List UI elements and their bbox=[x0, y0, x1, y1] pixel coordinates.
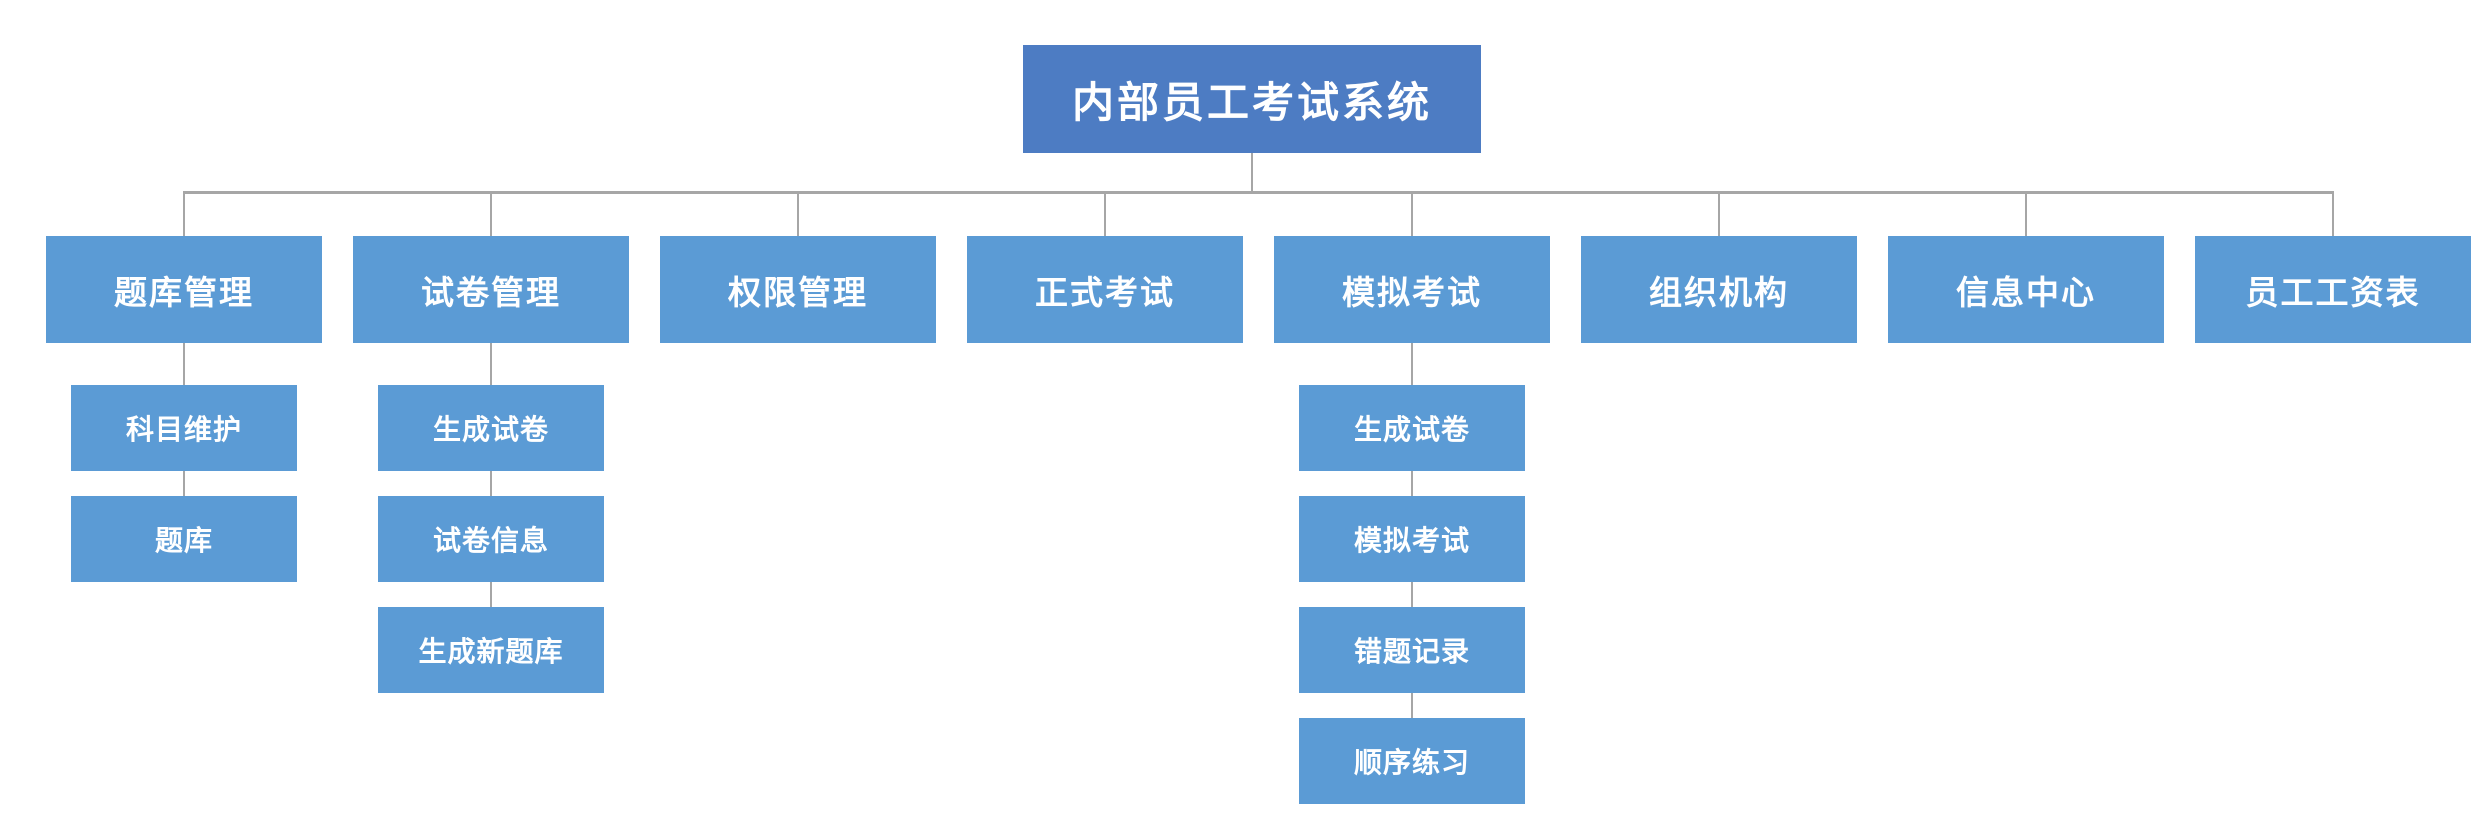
connector-col4-seg1 bbox=[1411, 471, 1413, 496]
connector-col4-seg0 bbox=[1411, 343, 1413, 385]
connector-col1-seg0 bbox=[490, 343, 492, 385]
sub-node-paper-info: 试卷信息 bbox=[378, 496, 604, 582]
connector-drop-branch-6 bbox=[2025, 191, 2027, 236]
sub-node-sequential-practice: 顺序练习 bbox=[1299, 718, 1525, 804]
connector-col1-seg2 bbox=[490, 582, 492, 607]
sub-node-question-bank: 题库 bbox=[71, 496, 297, 582]
branch-node-mock-exam: 模拟考试 bbox=[1274, 236, 1550, 343]
sub-node-generate-new-bank: 生成新题库 bbox=[378, 607, 604, 693]
branch-node-employee-salary: 员工工资表 bbox=[2195, 236, 2471, 343]
sub-node-mock-generate-paper: 生成试卷 bbox=[1299, 385, 1525, 471]
sub-node-mock-exam: 模拟考试 bbox=[1299, 496, 1525, 582]
connector-drop-branch-1 bbox=[490, 191, 492, 236]
connector-drop-branch-2 bbox=[797, 191, 799, 236]
connector-drop-branch-5 bbox=[1718, 191, 1720, 236]
connector-col4-seg2 bbox=[1411, 582, 1413, 607]
branch-node-info-center: 信息中心 bbox=[1888, 236, 2164, 343]
branch-node-official-exam: 正式考试 bbox=[967, 236, 1243, 343]
root-node: 内部员工考试系统 bbox=[1023, 45, 1481, 153]
connector-col1-seg1 bbox=[490, 471, 492, 496]
connector-drop-branch-3 bbox=[1104, 191, 1106, 236]
connector-drop-branch-7 bbox=[2332, 191, 2334, 236]
sub-node-wrong-answer-record: 错题记录 bbox=[1299, 607, 1525, 693]
connector-drop-branch-4 bbox=[1411, 191, 1413, 236]
connector-drop-branch-0 bbox=[183, 191, 185, 236]
branch-node-permission-mgmt: 权限管理 bbox=[660, 236, 936, 343]
connector-col4-seg3 bbox=[1411, 693, 1413, 718]
branch-node-test-paper-mgmt: 试卷管理 bbox=[353, 236, 629, 343]
connector-root-drop bbox=[1251, 153, 1253, 194]
sub-node-generate-paper: 生成试卷 bbox=[378, 385, 604, 471]
connector-col0-seg1 bbox=[183, 471, 185, 496]
branch-node-organization: 组织机构 bbox=[1581, 236, 1857, 343]
connector-bus bbox=[183, 191, 2334, 194]
connector-col0-seg0 bbox=[183, 343, 185, 385]
branch-node-question-bank-mgmt: 题库管理 bbox=[46, 236, 322, 343]
sub-node-subject-maintenance: 科目维护 bbox=[71, 385, 297, 471]
